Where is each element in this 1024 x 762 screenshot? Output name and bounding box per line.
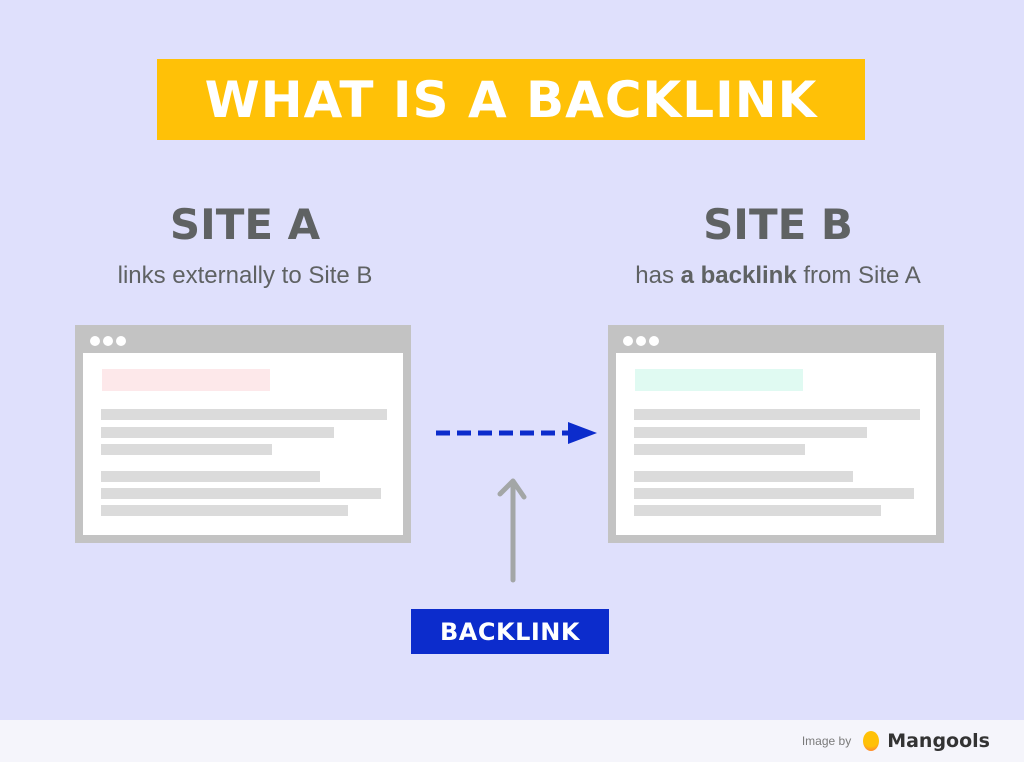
mangools-logo-icon	[863, 731, 880, 751]
site-a-link-highlight	[102, 369, 270, 391]
window-dot-icon	[103, 336, 113, 346]
dashed-arrow-right-icon	[436, 422, 597, 444]
window-controls	[90, 336, 126, 346]
credit-prefix: Image by	[801, 734, 852, 748]
site-b-subtitle-bold: a backlink	[680, 262, 797, 289]
content-line	[634, 444, 805, 455]
site-b-heading: SITE B	[703, 200, 853, 249]
arrow-up-icon	[497, 478, 527, 583]
site-b-browser-window	[608, 325, 944, 543]
site-b-subtitle-pre: has	[635, 262, 681, 289]
site-a-subtitle: links externally to Site B	[117, 262, 373, 289]
site-b-page	[616, 353, 936, 535]
content-line	[101, 471, 320, 482]
content-line	[101, 409, 387, 420]
backlink-label-text: BACKLINK	[440, 617, 580, 646]
window-dot-icon	[623, 336, 633, 346]
content-line	[634, 488, 914, 499]
image-credit: Image by Mangools	[802, 730, 990, 752]
content-line	[101, 505, 348, 516]
site-a-heading: SITE A	[169, 200, 321, 249]
content-line	[101, 444, 272, 455]
footer: Image by Mangools	[0, 720, 1024, 762]
title-text: WHAT IS A BACKLINK	[204, 70, 818, 129]
title-banner: WHAT IS A BACKLINK	[157, 59, 865, 140]
window-controls	[623, 336, 659, 346]
window-dot-icon	[649, 336, 659, 346]
window-dot-icon	[636, 336, 646, 346]
content-line	[634, 471, 853, 482]
site-a-browser-window	[75, 325, 411, 543]
content-line	[634, 409, 920, 420]
content-line	[101, 488, 381, 499]
content-line	[101, 427, 334, 438]
site-b-link-highlight	[635, 369, 803, 391]
backlink-label: BACKLINK	[411, 609, 609, 654]
site-b-subtitle-post: from Site A	[796, 262, 921, 289]
site-b-subtitle: has a backlink from Site A	[548, 262, 1008, 290]
brand-name: Mangools	[887, 730, 990, 752]
window-dot-icon	[90, 336, 100, 346]
content-line	[634, 505, 881, 516]
site-a-page	[83, 353, 403, 535]
window-dot-icon	[116, 336, 126, 346]
content-line	[634, 427, 867, 438]
